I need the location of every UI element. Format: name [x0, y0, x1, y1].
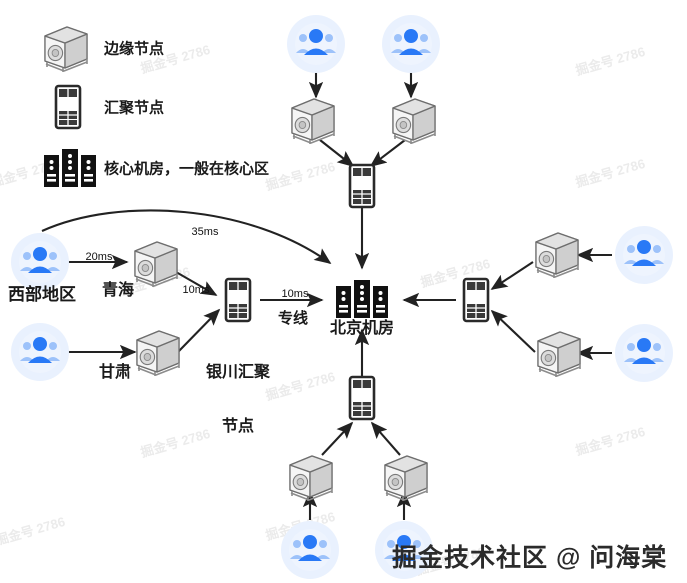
- edge-node-icon-gansu: [129, 326, 185, 378]
- aggregation-node-icon: [461, 277, 491, 323]
- latency-label-10ms-yinchuan: 10ms: [281, 288, 309, 300]
- aggregation-node-icon: [347, 375, 377, 421]
- user-group-icon: [614, 323, 674, 383]
- core-datacenter-icon-beijing: [334, 278, 390, 320]
- latency-label-20ms: 20ms: [85, 251, 113, 263]
- legend-aggregation-node-icon: [53, 84, 83, 130]
- label-beijing-datacenter: 北京机房: [329, 320, 395, 337]
- legend-edge-node-icon: [37, 22, 93, 74]
- edge-node-icon: [385, 94, 441, 146]
- user-group-icon-west-region: [10, 232, 70, 292]
- user-group-icon: [381, 14, 441, 74]
- legend-label-core-datacenter: 核心机房，一般在核心区: [104, 160, 270, 178]
- label-yinchuan-aggregation-node: 银川汇聚 节点: [206, 328, 270, 471]
- brand-watermark: 掘金技术社区 @ 问海棠: [392, 544, 668, 572]
- aggregation-node-icon-yinchuan: [223, 277, 253, 323]
- label-yinchuan-line2: 节点: [221, 417, 255, 435]
- aggregation-node-icon: [347, 163, 377, 209]
- user-group-icon-gansu: [10, 322, 70, 382]
- legend-label-aggregation-node: 汇聚节点: [104, 99, 165, 117]
- label-dedicated-line: 专线: [277, 310, 309, 327]
- latency-label-10ms-qinghai: 10ms: [182, 284, 210, 296]
- label-yinchuan-line1: 银川汇聚: [205, 363, 271, 381]
- user-group-icon: [614, 225, 674, 285]
- user-group-icon: [374, 520, 434, 580]
- legend-label-edge-node: 边缘节点: [104, 40, 165, 58]
- label-qinghai: 青海: [101, 282, 135, 299]
- user-group-icon: [286, 14, 346, 74]
- edge-node-icon-qinghai: [127, 237, 183, 289]
- edge-node-icon: [284, 94, 340, 146]
- label-gansu: 甘肃: [98, 364, 132, 381]
- edge-node-icon: [282, 451, 338, 503]
- legend-core-datacenter-icon: [42, 147, 98, 189]
- edge-node-icon: [530, 327, 586, 379]
- label-west-region: 西部地区: [8, 285, 76, 304]
- user-group-icon: [280, 520, 340, 580]
- edge-node-icon: [528, 228, 584, 280]
- edge-node-icon: [377, 451, 433, 503]
- latency-label-35ms: 35ms: [191, 226, 219, 238]
